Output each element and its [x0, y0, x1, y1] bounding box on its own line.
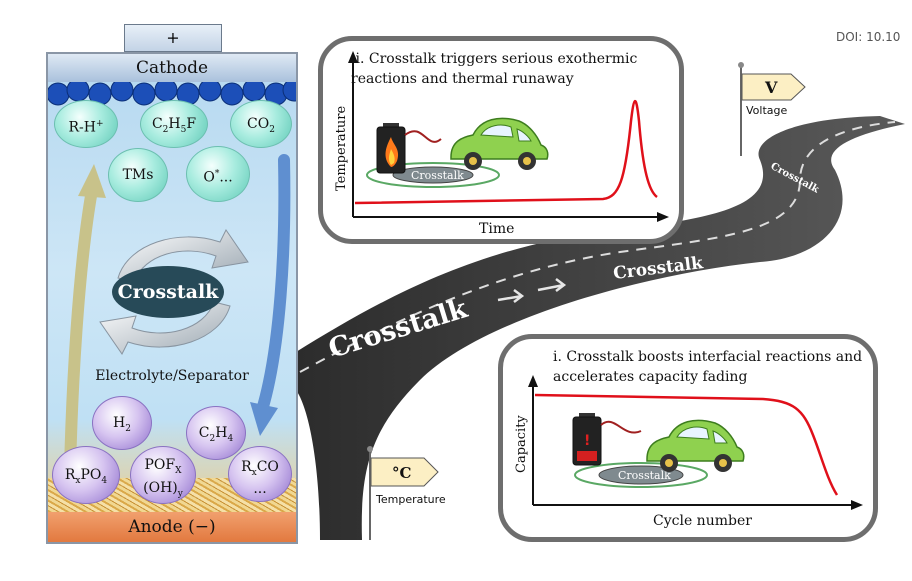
capacity-crosstalk-label: Crosstalk: [618, 469, 671, 482]
species-rxco-bubble: RxCO ...: [228, 446, 292, 502]
capacity-chart: Capacity Cycle number Crosstalk !: [514, 375, 863, 529]
battery-warning-mark: !: [584, 433, 590, 449]
species-pofx-bubble: POFX (OH)y: [130, 446, 196, 504]
species-rxpo4-po: PO: [80, 467, 102, 483]
species-rxco-x: x: [251, 467, 257, 478]
thermal-curve: [354, 99, 658, 205]
species-c2h5f-c: C: [151, 116, 163, 132]
temperature-flag: °C: [367, 446, 439, 540]
species-rxco-co: CO: [256, 459, 279, 475]
species-rxpo4-4: 4: [101, 475, 108, 486]
downward-arrow: [256, 154, 291, 416]
crosstalk-cycle-arrows: [99, 229, 249, 355]
species-c2h4-bubble: C2H4: [186, 406, 246, 460]
thermal-cable: [404, 130, 442, 143]
species-c2h5f-bubble: C2H5F: [140, 100, 208, 148]
species-pofx-y: y: [177, 488, 183, 499]
species-h2-sub: 2: [125, 423, 131, 434]
species-rxco-r: R: [241, 459, 252, 475]
electrolyte-label: Electrolyte/Separator: [95, 368, 249, 384]
downward-arrow-head: [250, 402, 278, 436]
species-c2h5f-sub2: 5: [180, 124, 187, 135]
species-o-main: O: [203, 169, 215, 186]
thermal-panel-title-line2: reactions and thermal runaway: [351, 71, 574, 87]
road-arrow-left: [497, 289, 525, 303]
temperature-symbol: °C: [392, 464, 412, 482]
species-co2-main: CO: [247, 116, 270, 132]
low-battery-icon: !: [572, 413, 602, 466]
cathode-label: Cathode: [48, 54, 296, 82]
species-co2-bubble: CO2: [230, 100, 292, 148]
ion-transport-arrows: [64, 154, 291, 476]
temperature-label: Temperature: [376, 493, 446, 506]
species-tms-bubble: TMs: [108, 148, 168, 202]
road-arrow-right: [537, 278, 567, 292]
species-tms-label: TMs: [122, 167, 154, 183]
species-c2h4-h: H: [215, 425, 228, 441]
anode-label: Anode (−): [48, 512, 296, 542]
doi-text: DOI: 10.10: [836, 30, 901, 44]
thermal-car-icon: [450, 117, 549, 170]
upward-arrow: [64, 184, 98, 476]
species-o-bubble: O*...: [186, 146, 250, 202]
voltage-label: Voltage: [746, 104, 788, 117]
thermal-chart: Temperature Time Crosstalk: [334, 51, 669, 237]
species-rxco-ellipsis: ...: [253, 480, 267, 497]
species-h2-bubble: H2: [92, 396, 152, 450]
capacity-crosstalk-ring: [598, 465, 684, 485]
capacity-fading-panel: i. Crosstalk boosts interfacial reaction…: [498, 334, 878, 542]
species-rh-main: R-H: [68, 119, 96, 136]
species-pofx-x: X: [175, 465, 182, 476]
species-c2h4-sub2: 4: [227, 433, 234, 444]
species-co2-sub: 2: [269, 124, 275, 135]
capacity-car-icon: [646, 419, 745, 472]
species-rxpo4-r: R: [64, 467, 76, 483]
upward-arrow-head: [78, 164, 106, 198]
thermal-panel-title-line1: ii. Crosstalk triggers serious exothermi…: [351, 51, 638, 67]
thermal-crosstalk-ring: [392, 166, 474, 184]
species-c2h5f-sub1: 2: [162, 124, 169, 135]
species-c2h4-sub1: 2: [209, 433, 216, 444]
road-surface: [296, 116, 905, 540]
species-pofx-oh: (OH): [143, 479, 178, 496]
species-rxpo4-bubble: RxPO4: [52, 446, 120, 504]
species-o-sup: *: [214, 169, 220, 179]
burning-battery-icon: [376, 123, 406, 174]
species-rh-sup: +: [95, 119, 104, 129]
species-rxpo4-x: x: [75, 475, 81, 486]
species-c2h4-c: C: [198, 425, 210, 441]
crosstalk-core: Crosstalk: [112, 266, 224, 318]
capacity-panel-title-line1: i. Crosstalk boosts interfacial reaction…: [553, 349, 863, 365]
positive-terminal: +: [124, 24, 222, 52]
thermal-xlabel: Time: [479, 221, 514, 237]
voltage-symbol: V: [764, 78, 778, 97]
species-c2h5f-f: F: [186, 116, 197, 132]
thermal-crosstalk-label: Crosstalk: [411, 169, 464, 182]
capacity-xlabel: Cycle number: [653, 513, 752, 529]
capacity-cable: [600, 420, 642, 434]
thermal-ylabel: Temperature: [334, 106, 349, 191]
capacity-panel-title-line2: accelerates capacity fading: [553, 369, 748, 385]
species-o-rest: ...: [219, 169, 233, 186]
voltage-flag: V: [738, 62, 806, 156]
capacity-curve: [534, 393, 839, 496]
species-pofx-pof: POF: [144, 457, 176, 473]
road-center-line: [299, 121, 896, 373]
species-rh-bubble: R-H+: [54, 100, 118, 148]
species-c2h5f-h: H: [168, 116, 181, 132]
capacity-ylabel: Capacity: [514, 415, 529, 473]
thermal-runaway-panel: ii. Crosstalk triggers serious exothermi…: [318, 36, 684, 244]
species-h2-main: H: [113, 415, 126, 431]
